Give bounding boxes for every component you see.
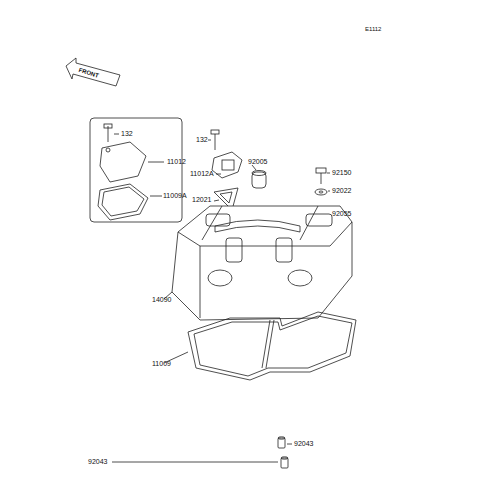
callout-number: 92022 <box>332 187 351 195</box>
callout-number: 132 <box>121 130 133 138</box>
cylinder-head-cover <box>164 206 352 320</box>
callout-number: 11012A <box>190 170 214 178</box>
dowel-pins <box>112 437 292 468</box>
callout-number: 92150 <box>332 169 351 177</box>
callout-number: 92055 <box>332 210 351 218</box>
callout-number: 11009A <box>163 192 187 200</box>
cover-gasket <box>164 312 356 380</box>
callout-number: 132 <box>196 136 208 144</box>
small-cover <box>98 124 164 220</box>
breather-parts <box>208 130 266 210</box>
callout-number: 14090 <box>152 296 171 304</box>
callout-number: 92043 <box>294 440 313 448</box>
callout-number: 92005 <box>248 158 267 166</box>
callout-number: 11012 <box>167 158 186 166</box>
detail-frame <box>90 118 182 222</box>
callout-number: 92043 <box>88 458 107 466</box>
callout-number: 11009 <box>152 360 171 368</box>
figure-code: E1112 <box>365 25 381 33</box>
front-arrow <box>66 58 120 86</box>
callout-number: 12021 <box>192 196 211 204</box>
